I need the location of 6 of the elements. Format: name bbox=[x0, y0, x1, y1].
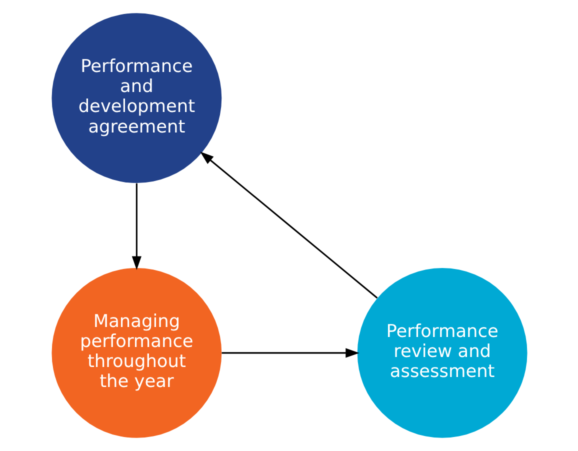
arrow bbox=[200, 152, 378, 299]
arrow bbox=[131, 183, 141, 270]
node-circle: Performance review and assessment bbox=[356, 268, 527, 438]
arrow bbox=[221, 348, 359, 358]
node-circle: Performance and development agreement bbox=[51, 13, 222, 184]
node-circle: Managing performance throughout the year bbox=[51, 268, 222, 438]
